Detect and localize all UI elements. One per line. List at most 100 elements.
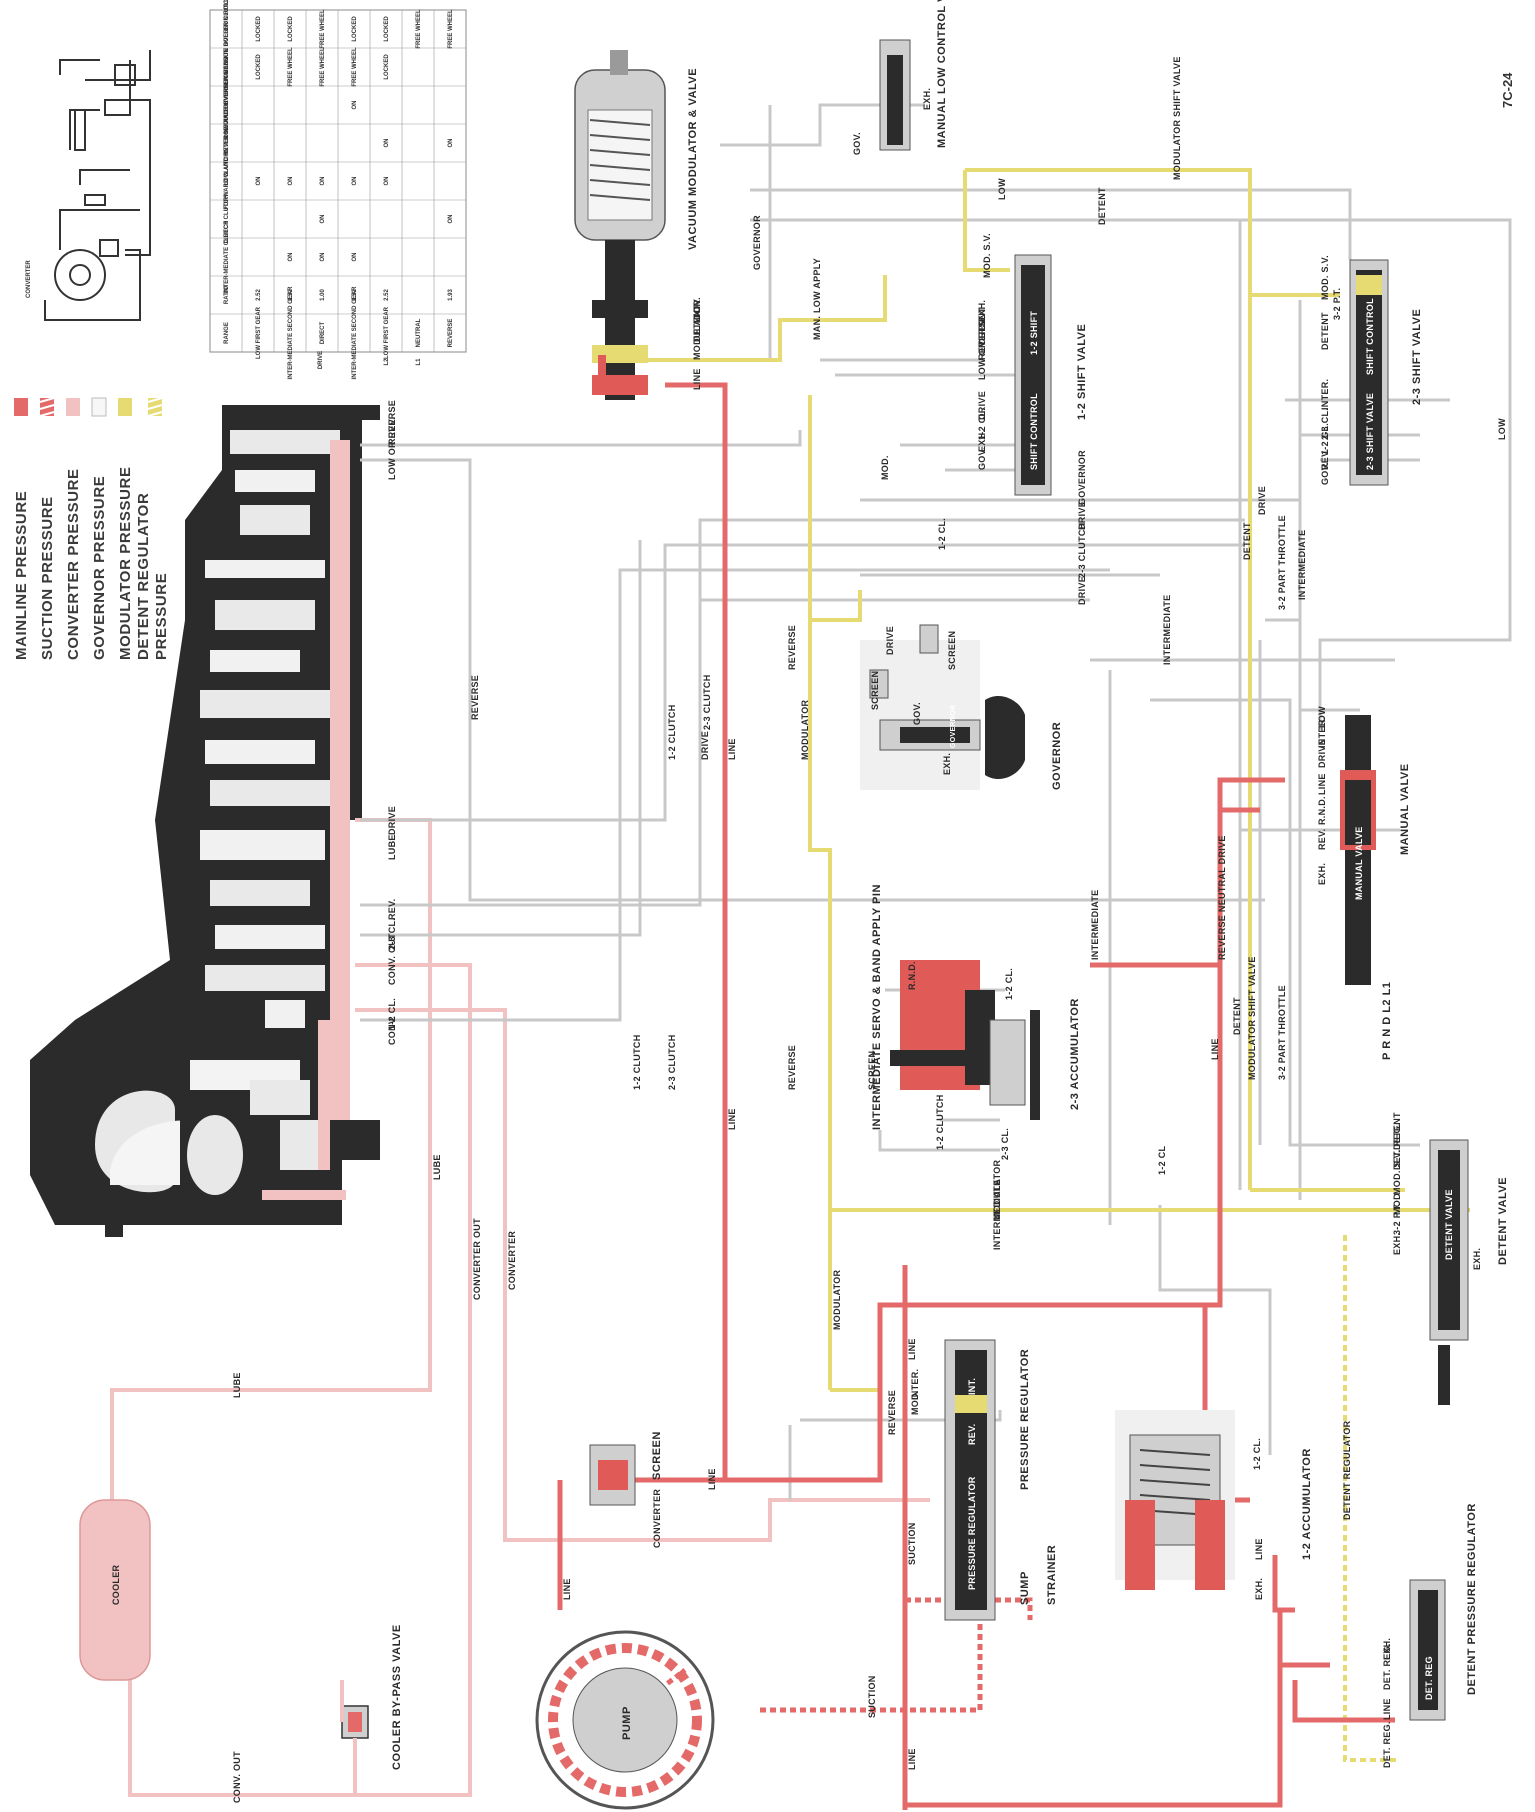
label-exh-top: EXH. xyxy=(922,88,932,110)
accumulator-1-2-label: 1-2 ACCUMULATOR xyxy=(1301,1448,1313,1560)
label-3-2-pt-2-3: 3-2 P.T. xyxy=(1332,288,1342,320)
range-table-header: INTER-MEDIATE OVERRUN BAND xyxy=(224,56,230,154)
label-drive-mid: DRIVE xyxy=(1077,501,1087,530)
range-table-cell: ON xyxy=(352,253,358,262)
range-table-cell: 1.93 xyxy=(448,289,454,301)
label-lube-cooler: LUBE xyxy=(232,1372,242,1398)
shift-valve-2-3-inner-b: SHIFT CONTROL xyxy=(1365,298,1375,375)
label-1-2-cl-right: 1-2 CL xyxy=(1157,1145,1167,1175)
range-table-cell: NEUTRAL xyxy=(416,318,422,347)
range-table-cell: FREE WHEEL xyxy=(288,47,294,87)
label-converter-out: CONVERTER OUT xyxy=(472,1218,482,1300)
label-converter-vertical: CONVERTER xyxy=(507,1231,517,1290)
range-table-cell: FREE WHEEL xyxy=(448,9,454,49)
range-table-cell: LOCKED xyxy=(256,54,262,80)
label-1-2-cl: 1-2 CL. xyxy=(387,998,397,1030)
label-low-or-rev: LOW OR REV. xyxy=(387,417,397,480)
pr-inner-c: INT. xyxy=(967,1378,977,1395)
legend-swatch-mainline xyxy=(14,398,28,416)
modulator-lines xyxy=(635,168,1470,1762)
range-table-header: LOW AND REVERSE CLUTCH xyxy=(224,100,230,185)
legend-label-suction: SUCTION PRESSURE xyxy=(39,496,56,660)
range-table-cell: INTER-MEDIATE SECOND GEAR xyxy=(352,286,358,380)
label-low-right: LOW xyxy=(1497,418,1507,440)
label-gov-1-2: GOV. xyxy=(977,447,987,470)
range-table-cell: FREE WHEEL xyxy=(320,47,326,87)
manual-valve-inner-label: MANUAL VALVE xyxy=(1354,826,1364,900)
shift-valve-2-3-label: 2-3 SHIFT VALVE xyxy=(1411,309,1423,405)
range-table-cell: FREE WHEEL xyxy=(416,9,422,49)
label-mod-sv-1-2: MOD. S.V. xyxy=(982,233,992,278)
label-conv-out: CONV. OUT xyxy=(387,933,397,985)
label-detent-vert: DETENT xyxy=(1242,522,1252,560)
range-table-cell: LOCKED xyxy=(256,16,262,42)
range-table-cell: 1.00 xyxy=(320,289,326,301)
range-table-header: INTER-MEDIATE CLUTCH xyxy=(224,221,230,294)
label-exh-governor: EXH. xyxy=(942,753,952,775)
range-table-header: RANGE xyxy=(224,322,230,344)
legend-label-governor: GOVERNOR PRESSURE xyxy=(91,476,108,660)
detent-pressure-regulator-label: DETENT PRESSURE REGULATOR xyxy=(1466,1503,1478,1695)
cooler-bypass-label: COOLER BY-PASS VALVE xyxy=(391,1624,403,1770)
label-1-2-cl-accum: 1-2 CL. xyxy=(1252,1438,1262,1470)
label-screen-gov-a: SCREEN xyxy=(867,1051,877,1090)
legend-label-converter: CONVERTER PRESSURE xyxy=(65,468,82,660)
label-gov-vac: GOV. xyxy=(692,297,702,320)
label-suction-pr: SUCTION xyxy=(907,1522,917,1565)
cooler xyxy=(79,1499,151,1681)
shift-valve-2-3: 2-3 SHIFT VALVE SHIFT CONTROL 2-3 SHIFT … xyxy=(1349,259,1423,486)
label-det-reg-dpr-bottom: DET. REG. xyxy=(1382,1721,1392,1768)
legend-swatch-modulator xyxy=(118,398,132,416)
label-rev: REV. xyxy=(387,899,397,920)
manual-low-control-label: MANUAL LOW CONTROL VALVE xyxy=(936,0,948,148)
range-table-cell: ON xyxy=(320,215,326,224)
range-table-header: LOW AND REVERSE OVERRUN ROLLER CLUTCH xyxy=(224,0,230,139)
label-line-manual: LINE xyxy=(1317,773,1327,795)
range-table-cell: 1.52 xyxy=(352,289,358,301)
shift-valve-1-2-inner-b: SHIFT CONTROL xyxy=(1029,393,1039,470)
label-exh-manual: EXH. xyxy=(1317,863,1327,885)
screen-and-pump: SCREEN PUMP xyxy=(535,1431,715,1810)
label-mod-sv-2-3: MOD. S.V. xyxy=(1320,255,1330,300)
range-table-cell: FREE WHEEL xyxy=(352,47,358,87)
line-labels: REVERSE LOW OR REV. REVERSE DRIVE LUBE R… xyxy=(232,56,1507,1803)
shift-valve-1-2-label: 1-2 SHIFT VALVE xyxy=(1076,324,1088,420)
range-table-cell: ON xyxy=(352,101,358,110)
manual-low-control-valve: MANUAL LOW CONTROL VALVE xyxy=(879,0,948,151)
shift-valve-1-2-inner-a: 1-2 SHIFT xyxy=(1029,311,1039,355)
pump-label: PUMP xyxy=(621,1706,633,1740)
screen-label: SCREEN xyxy=(651,1431,663,1480)
label-intermediate-mid: INTERMEDIATE xyxy=(1162,595,1172,665)
label-1-2-cl-servo: 1-2 CL. xyxy=(1004,968,1014,1000)
legend: MAINLINE PRESSURE SUCTION PRESSURE CONVE… xyxy=(13,397,170,660)
intermediate-servo: INTERMEDIATE SERVO & BAND APPLY PIN 2-3 … xyxy=(871,884,1081,1130)
accumulator-2-3-label: 2-3 ACCUMULATOR xyxy=(1069,998,1081,1110)
label-detent-dv: DETENT xyxy=(1392,1112,1402,1150)
range-table-cell: ON xyxy=(384,139,390,148)
label-reverse-top: REVERSE xyxy=(387,400,397,445)
label-modulator-vac: MODULATOR xyxy=(692,299,702,360)
label-inter: INTER. xyxy=(910,1369,920,1400)
label-inter-manual: INTER. xyxy=(1317,717,1327,748)
label-drive-1-2: DRIVE xyxy=(977,391,987,420)
label-conv: CONV. xyxy=(387,1016,397,1045)
legend-label-mainline: MAINLINE PRESSURE xyxy=(13,491,30,660)
range-table-range-mark: L2 xyxy=(384,358,390,366)
label-mod: MOD. xyxy=(910,1390,920,1415)
range-table-cell: ON xyxy=(448,139,454,148)
label-detent-right: DETENT xyxy=(1232,997,1242,1035)
range-table-cell: 2.52 xyxy=(256,289,262,301)
label-drive-manual: DRIVE xyxy=(1317,739,1327,768)
detent-valve-label: DETENT VALVE xyxy=(1497,1177,1509,1265)
label-line-dpr: LINE xyxy=(1382,1698,1392,1720)
legend-label-modulator: MODULATOR PRESSURE xyxy=(117,466,134,660)
detent-valve-inner-label: DETENT VALVE xyxy=(1444,1189,1454,1260)
label-lube: LUBE xyxy=(387,834,397,860)
label-low-or-rev-1-2: LOW OR REV. xyxy=(977,317,987,380)
converter-label: CONVERTER xyxy=(26,260,32,298)
label-2-3-cl-servo: 2-3 CL. xyxy=(1000,1128,1010,1160)
label-suction: SUCTION xyxy=(867,1675,877,1718)
range-table-cell: 2.52 xyxy=(384,289,390,301)
